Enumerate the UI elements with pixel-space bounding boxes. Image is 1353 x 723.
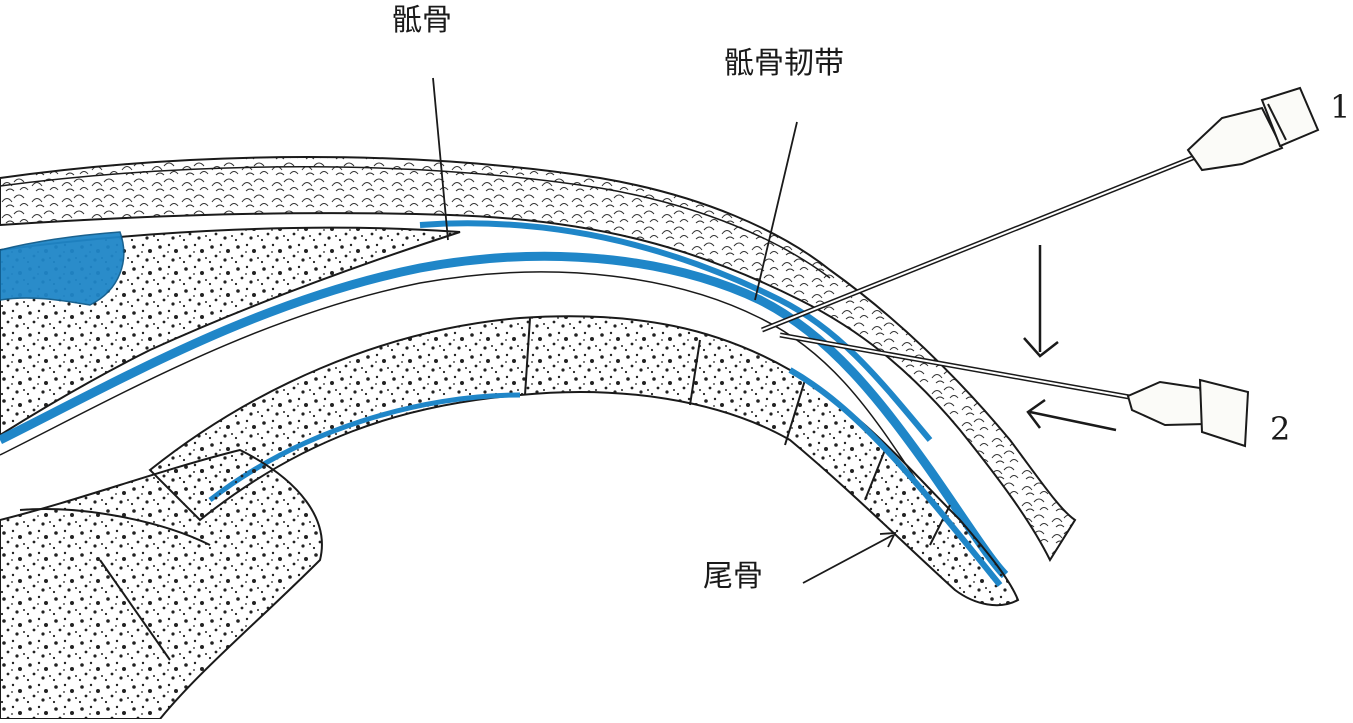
label-sacrococcygeal-ligament: 骶骨韧带 [724,46,844,81]
label-sacrum: 骶骨 [392,3,452,38]
label-needle-2: 2 [1270,410,1291,448]
sacrum-bone [0,226,461,437]
needle-2 [779,332,1250,448]
label-needle-1: 1 [1330,88,1351,126]
arrow-left [1026,398,1117,432]
leader-line-coccyx [802,534,894,584]
leader-line-ligament [754,121,798,301]
leader-line-sacrum [432,77,449,241]
label-coccyx: 尾骨 [703,559,763,594]
needle-1 [761,86,1320,333]
lower-bone-mass [0,448,323,720]
leader-arrowhead-coccyx [879,531,897,548]
skin-layer [0,156,1077,563]
arrow-down [1023,245,1059,358]
coccyx-bone [148,315,1020,607]
